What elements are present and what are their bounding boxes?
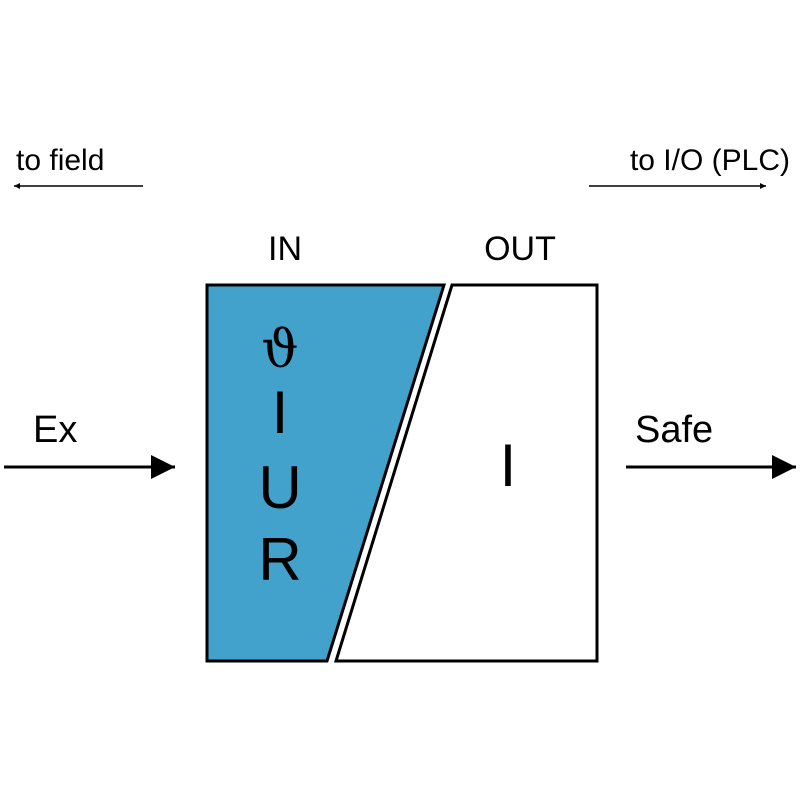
input-signal-current: I <box>272 379 289 446</box>
input-signal-temperature: ϑ <box>261 320 298 380</box>
input-signal-resistance: R <box>258 526 301 593</box>
input-section <box>205 283 447 663</box>
in-label: IN <box>268 230 302 268</box>
to-io-label: to I/O (PLC) <box>630 144 790 177</box>
output-section <box>333 283 599 663</box>
input-signal-voltage: U <box>258 454 301 521</box>
ex-label: Ex <box>33 409 77 451</box>
out-label: OUT <box>484 230 556 268</box>
safe-label: Safe <box>635 409 713 451</box>
output-signal-current: I <box>500 432 517 499</box>
to-field-label: to field <box>16 144 104 177</box>
